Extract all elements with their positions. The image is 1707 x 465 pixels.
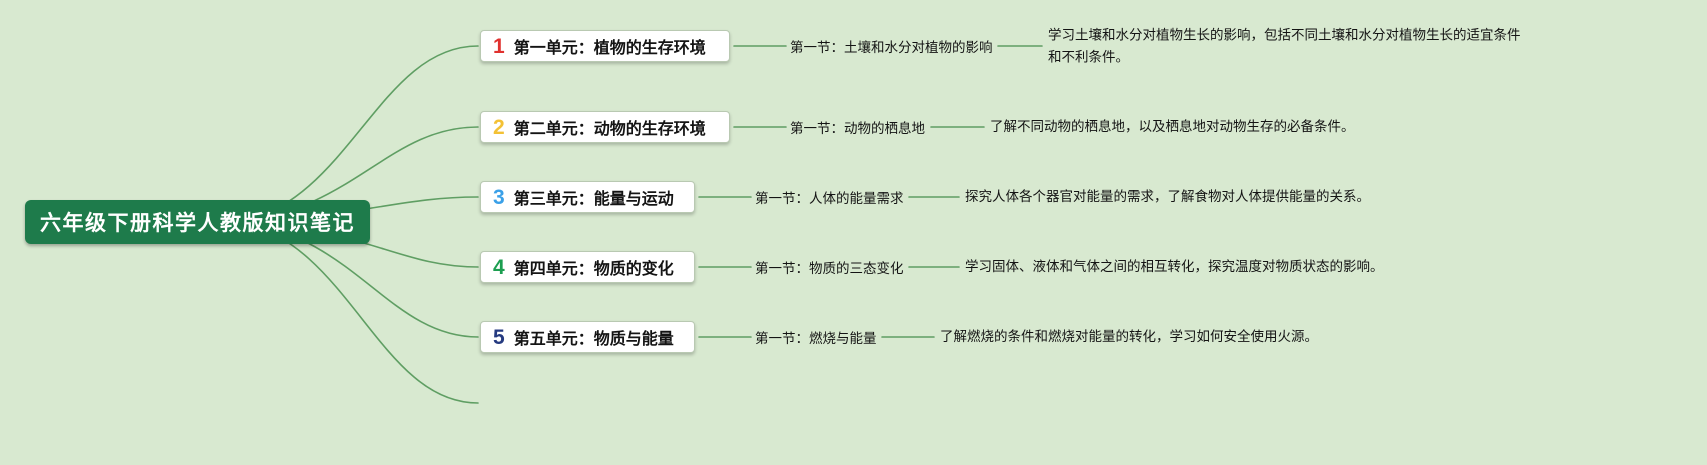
section-node-2[interactable]: 第一节：动物的栖息地 [790, 121, 925, 136]
unit-number-3: 3 [493, 185, 505, 209]
unit-label-5: 第五单元：物质与能量 [513, 331, 674, 348]
unit-node-1[interactable]: 1 第一单元：植物的生存环境 [480, 30, 730, 62]
unit-label-3: 第三单元：能量与运动 [513, 191, 674, 208]
unit-node-5[interactable]: 5 第五单元：物质与能量 [480, 321, 695, 353]
unit-number-4: 4 [493, 255, 505, 279]
section-node-4[interactable]: 第一节：物质的三态变化 [755, 261, 904, 276]
description-node-5[interactable]: 了解燃烧的条件和燃烧对能量的转化，学习如何安全使用火源。 [940, 329, 1318, 345]
branch-curve-1 [239, 45, 479, 223]
section-node-1[interactable]: 第一节：土壤和水分对植物的影响 [790, 40, 993, 55]
unit-node-2[interactable]: 2 第二单元：动物的生存环境 [480, 111, 730, 143]
description-node-1[interactable]: 学习土壤和水分对植物生长的影响，包括不同土壤和水分对植物生长的适宜条件和不利条件… [1048, 27, 1521, 64]
description-node-3[interactable]: 探究人体各个器官对能量的需求，了解食物对人体提供能量的关系。 [965, 189, 1370, 205]
unit-number-2: 2 [493, 115, 505, 139]
unit-label-2: 第二单元：动物的生存环境 [513, 121, 706, 138]
section-node-5[interactable]: 第一节：燃烧与能量 [755, 331, 877, 346]
root-node[interactable]: 六年级下册科学人教版知识笔记 [25, 200, 370, 244]
spare-branch-curve [239, 221, 479, 404]
unit-node-3[interactable]: 3 第三单元：能量与运动 [480, 181, 695, 213]
unit-number-1: 1 [493, 34, 505, 58]
unit-node-4[interactable]: 4 第四单元：物质的变化 [480, 251, 695, 283]
section-node-3[interactable]: 第一节：人体的能量需求 [755, 191, 904, 206]
description-node-2[interactable]: 了解不同动物的栖息地，以及栖息地对动物生存的必备条件。 [990, 119, 1355, 135]
unit-label-4: 第四单元：物质的变化 [513, 261, 674, 278]
unit-label-1: 第一单元：植物的生存环境 [513, 40, 706, 57]
unit-number-5: 5 [493, 325, 505, 349]
description-node-4[interactable]: 学习固体、液体和气体之间的相互转化，探究温度对物质状态的影响。 [965, 259, 1384, 275]
